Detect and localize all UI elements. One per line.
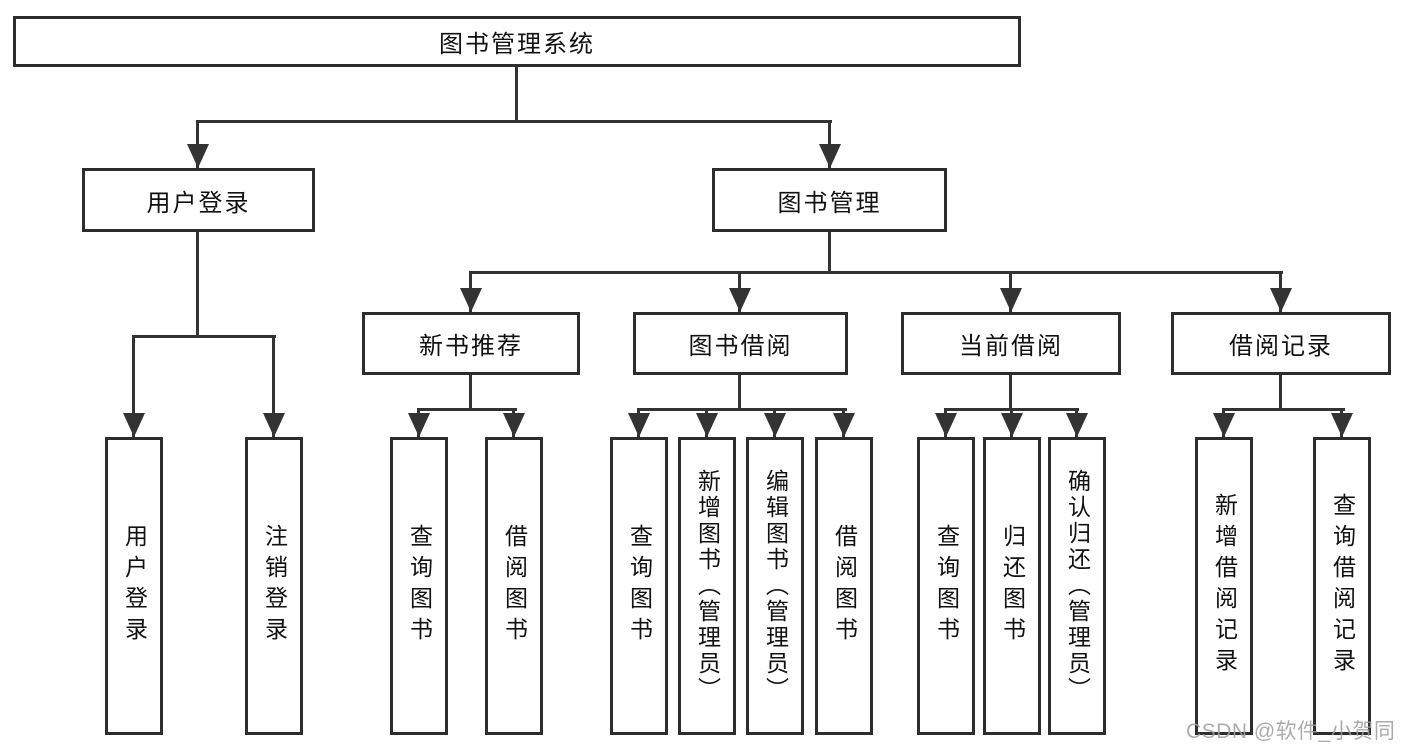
connector-vline [515, 66, 518, 120]
leaf-return-books: 归还图书 [983, 437, 1041, 735]
leaf-query-borrow-record: 查询借阅记录 [1313, 437, 1371, 735]
leaf-query-books-current: 查询图书 [917, 437, 975, 735]
arrow-down-icon [764, 413, 786, 437]
connector-hline [1222, 408, 1345, 411]
connector-vline [196, 232, 199, 335]
connector-vline [132, 335, 135, 437]
node-book-borrowing: 图书借阅 [633, 312, 848, 375]
leaf-query-books-borrowing: 查询图书 [610, 437, 668, 735]
connector-hline [417, 408, 517, 411]
leaf-borrow-books-recommend: 借阅图书 [485, 437, 543, 735]
leaf-add-books-admin: 新增图书（管理员） [678, 437, 736, 735]
connector-hline [132, 335, 276, 338]
arrow-down-icon [1213, 413, 1235, 437]
node-borrowing-records: 借阅记录 [1171, 312, 1391, 375]
arrow-down-icon [729, 288, 751, 312]
connector-hline [469, 271, 1283, 274]
arrow-down-icon [1001, 413, 1023, 437]
connector-hline [637, 408, 847, 411]
arrow-down-icon [1331, 413, 1353, 437]
node-current-borrowing: 当前借阅 [901, 312, 1121, 375]
arrow-down-icon [1000, 288, 1022, 312]
connector-vline [738, 375, 741, 408]
connector-vline [1009, 375, 1012, 408]
leaf-borrow-books: 借阅图书 [815, 437, 873, 735]
connector-vline [272, 335, 275, 437]
arrow-down-icon [628, 413, 650, 437]
csdn-watermark: CSDN @软件_小贺同学 [1186, 720, 1396, 743]
connector-vline [828, 232, 831, 273]
leaf-add-borrow-record: 新增借阅记录 [1195, 437, 1253, 735]
connector-vline [469, 375, 472, 408]
arrow-down-icon [819, 144, 841, 168]
leaf-query-books-recommend: 查询图书 [390, 437, 448, 735]
leaf-logout: 注销登录 [245, 437, 303, 735]
leaf-user-login: 用户登录 [105, 437, 163, 735]
arrow-down-icon [123, 413, 145, 437]
arrow-down-icon [935, 413, 957, 437]
arrow-down-icon [1270, 288, 1292, 312]
arrow-down-icon [460, 288, 482, 312]
arrow-down-icon [408, 413, 430, 437]
node-book-management: 图书管理 [712, 168, 947, 232]
node-root: 图书管理系统 [13, 16, 1021, 67]
leaf-confirm-return-admin: 确认归还（管理员） [1048, 437, 1106, 735]
arrow-down-icon [263, 413, 285, 437]
arrow-down-icon [696, 413, 718, 437]
connector-vline [1279, 375, 1282, 408]
connector-hline [196, 120, 832, 123]
arrow-down-icon [503, 413, 525, 437]
arrow-down-icon [187, 144, 209, 168]
arrow-down-icon [1066, 413, 1088, 437]
leaf-edit-books-admin: 编辑图书（管理员） [746, 437, 804, 735]
node-new-book-recommendation: 新书推荐 [362, 312, 580, 375]
arrow-down-icon [833, 413, 855, 437]
node-user-login: 用户登录 [82, 168, 315, 232]
